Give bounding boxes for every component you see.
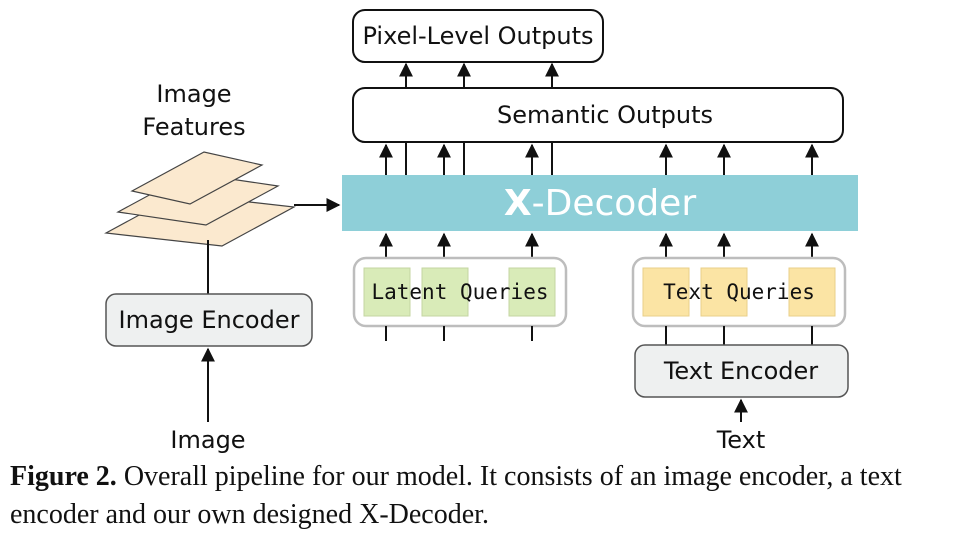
query-to-decoder-arrows	[379, 232, 819, 258]
pixel-level-outputs-box: Pixel-Level Outputs	[352, 9, 604, 63]
semantic-output-arrows	[379, 142, 819, 175]
latent-query-token	[421, 267, 469, 317]
image-input-label: Image	[170, 426, 245, 454]
image-encoder-box: Image Encoder	[105, 293, 313, 347]
text-query-token	[642, 267, 690, 317]
figure-caption: Figure 2. Overall pipeline for our model…	[10, 458, 960, 534]
text-encoder-label: Text Encoder	[663, 357, 818, 385]
semantic-outputs-box: Semantic Outputs	[352, 87, 844, 143]
latent-query-token	[508, 267, 556, 317]
pipeline-diagram: Pixel-Level Outputs Semantic Outputs X-D…	[104, 9, 858, 454]
x-decoder-block: X-Decoder	[342, 175, 858, 231]
x-decoder-label: X-Decoder	[504, 183, 696, 224]
image-features-label-line1: Image	[156, 80, 231, 108]
figure-caption-label: Figure 2.	[10, 461, 117, 492]
pixel-output-arrows	[399, 62, 559, 88]
figure-caption-text: Overall pipeline for our model. It consi…	[10, 461, 902, 530]
image-feature-planes	[104, 151, 296, 247]
image-features-label-line2: Features	[142, 113, 245, 141]
text-query-token	[700, 267, 748, 317]
text-queries-label: Text Queries	[663, 280, 815, 304]
latent-queries-group: Latent Queries	[352, 256, 568, 341]
text-query-token	[788, 267, 836, 317]
latent-queries-label: Latent Queries	[371, 280, 548, 304]
text-encoder-box: Text Encoder	[634, 344, 849, 398]
semantic-outputs-label: Semantic Outputs	[497, 101, 713, 129]
pixel-level-outputs-label: Pixel-Level Outputs	[362, 22, 593, 50]
text-input-label: Text	[716, 426, 766, 454]
image-encoder-label: Image Encoder	[119, 306, 300, 334]
feature-plane	[130, 151, 264, 205]
latent-query-token	[363, 267, 411, 317]
text-queries-group: Text Queries	[631, 256, 847, 345]
